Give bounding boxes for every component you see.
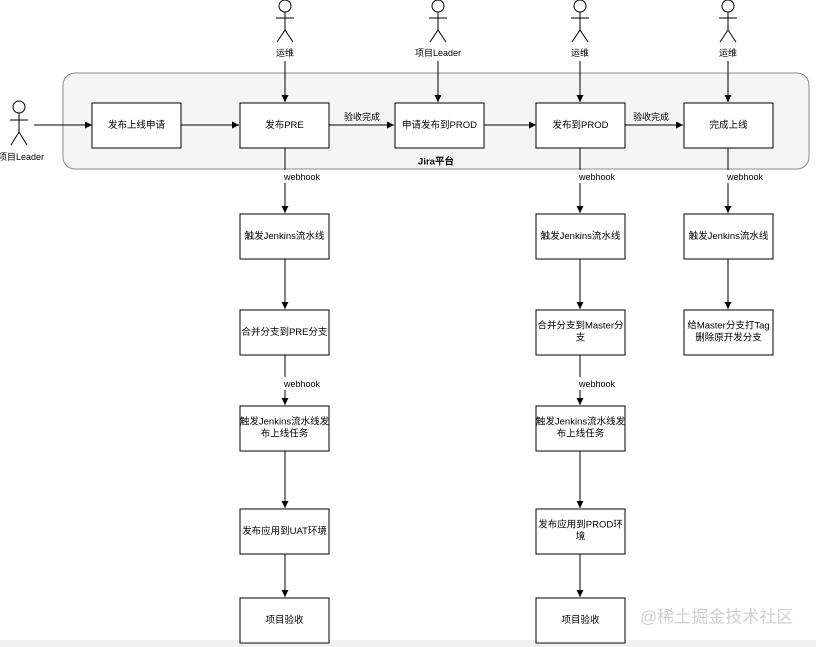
edge-label-bg-pre-webhook-2 [282, 377, 322, 390]
edge-label-accept-2: 验收完成 [633, 111, 669, 122]
node-pre-deploy-task-line-2: 布上线任务 [261, 428, 309, 440]
node-prod-deploy-env [535, 508, 626, 555]
edge-label-bg-prod-webhook-1 [577, 170, 617, 183]
edge-label-bg-accept-2 [628, 111, 674, 124]
node-prod-merge-line-1: 合并分支到Master分 [537, 320, 624, 332]
node-done-trigger-label: 触发Jenkins流水线 [689, 230, 769, 242]
actor-label-project-leader-prod: 项目Leader [415, 48, 461, 58]
node-pre-verify [239, 597, 330, 644]
node-request-prod [394, 102, 485, 149]
edge-label-pre-webhook-2: webhook [283, 379, 321, 389]
edge-label-bg-pre-webhook-1 [282, 170, 322, 183]
node-pre-verify-label: 项目验收 [265, 614, 304, 626]
edge-label-prod-webhook-2: webhook [578, 379, 616, 389]
node-request-prod-label: 申请发布到PROD [402, 119, 477, 131]
edge-label-accept-1: 验收完成 [344, 111, 380, 122]
edge-label-pre-webhook-1: webhook [283, 172, 321, 182]
edge-label-prod-webhook-1: webhook [578, 172, 616, 182]
edge-label-done-webhook: webhook [726, 172, 764, 182]
scrollbar-track[interactable] [0, 640, 816, 647]
node-pre-merge [239, 309, 330, 356]
node-done-tag-line-2: 删除原开发分支 [695, 332, 762, 344]
node-done-tag-line-1: 给Master分支打Tag [687, 320, 769, 332]
node-done-label: 完成上线 [709, 119, 748, 131]
actor-label-ops-done: 运维 [719, 47, 737, 58]
edge-label-bg-accept-1 [339, 111, 385, 124]
node-prod-deploy-task-line-2: 布上线任务 [557, 428, 605, 440]
node-done-tag [683, 309, 774, 356]
node-prod-trigger-label: 触发Jenkins流水线 [541, 230, 621, 242]
actor-label-ops-prod: 运维 [571, 47, 589, 58]
node-prod-trigger [535, 213, 626, 260]
actor-label-project-leader: 项目Leader [0, 152, 44, 162]
node-pre-merge-label: 合并分支到PRE分支 [241, 326, 328, 338]
node-publish-pre [239, 102, 330, 149]
node-prod-merge [535, 309, 626, 356]
node-prod-deploy-env-line-1: 发布应用到PROD环 [538, 519, 622, 531]
actor-ops-pre [276, 0, 294, 43]
node-publish-pre-label: 发布PRE [265, 119, 304, 131]
node-pre-trigger-label: 触发Jenkins流水线 [245, 230, 325, 242]
node-pre-deploy-task [239, 405, 330, 452]
node-prod-deploy-task [535, 405, 626, 452]
actor-project-leader-requester [10, 100, 28, 146]
node-publish-prod-label: 发布到PROD [553, 119, 609, 131]
actor-project-leader-prod [429, 0, 447, 43]
node-pre-deploy-env-label: 发布应用到UAT环境 [242, 525, 327, 537]
node-prod-verify [535, 597, 626, 644]
actor-ops-prod [571, 0, 589, 43]
node-apply [91, 102, 182, 149]
node-prod-merge-line-2: 支 [576, 332, 586, 344]
edge-label-bg-prod-webhook-2 [577, 377, 617, 390]
jira-platform-label: Jira平台 [418, 156, 454, 168]
edge-label-bg-done-webhook [725, 170, 765, 183]
node-pre-trigger [239, 213, 330, 260]
node-prod-deploy-env-line-2: 境 [576, 531, 586, 543]
node-prod-deploy-task-line-1: 触发Jenkins流水线发 [536, 416, 626, 428]
node-prod-verify-label: 项目验收 [561, 614, 600, 626]
actor-ops-done [719, 0, 737, 43]
actor-label-ops-pre: 运维 [276, 47, 294, 58]
node-pre-deploy-task-line-1: 触发Jenkins流水线发 [240, 416, 330, 428]
node-apply-label: 发布上线申请 [108, 119, 166, 131]
watermark-text: @稀土掘金技术社区 [640, 608, 793, 627]
node-publish-prod [535, 102, 626, 149]
node-pre-deploy-env [239, 508, 330, 555]
node-done-trigger [683, 213, 774, 260]
